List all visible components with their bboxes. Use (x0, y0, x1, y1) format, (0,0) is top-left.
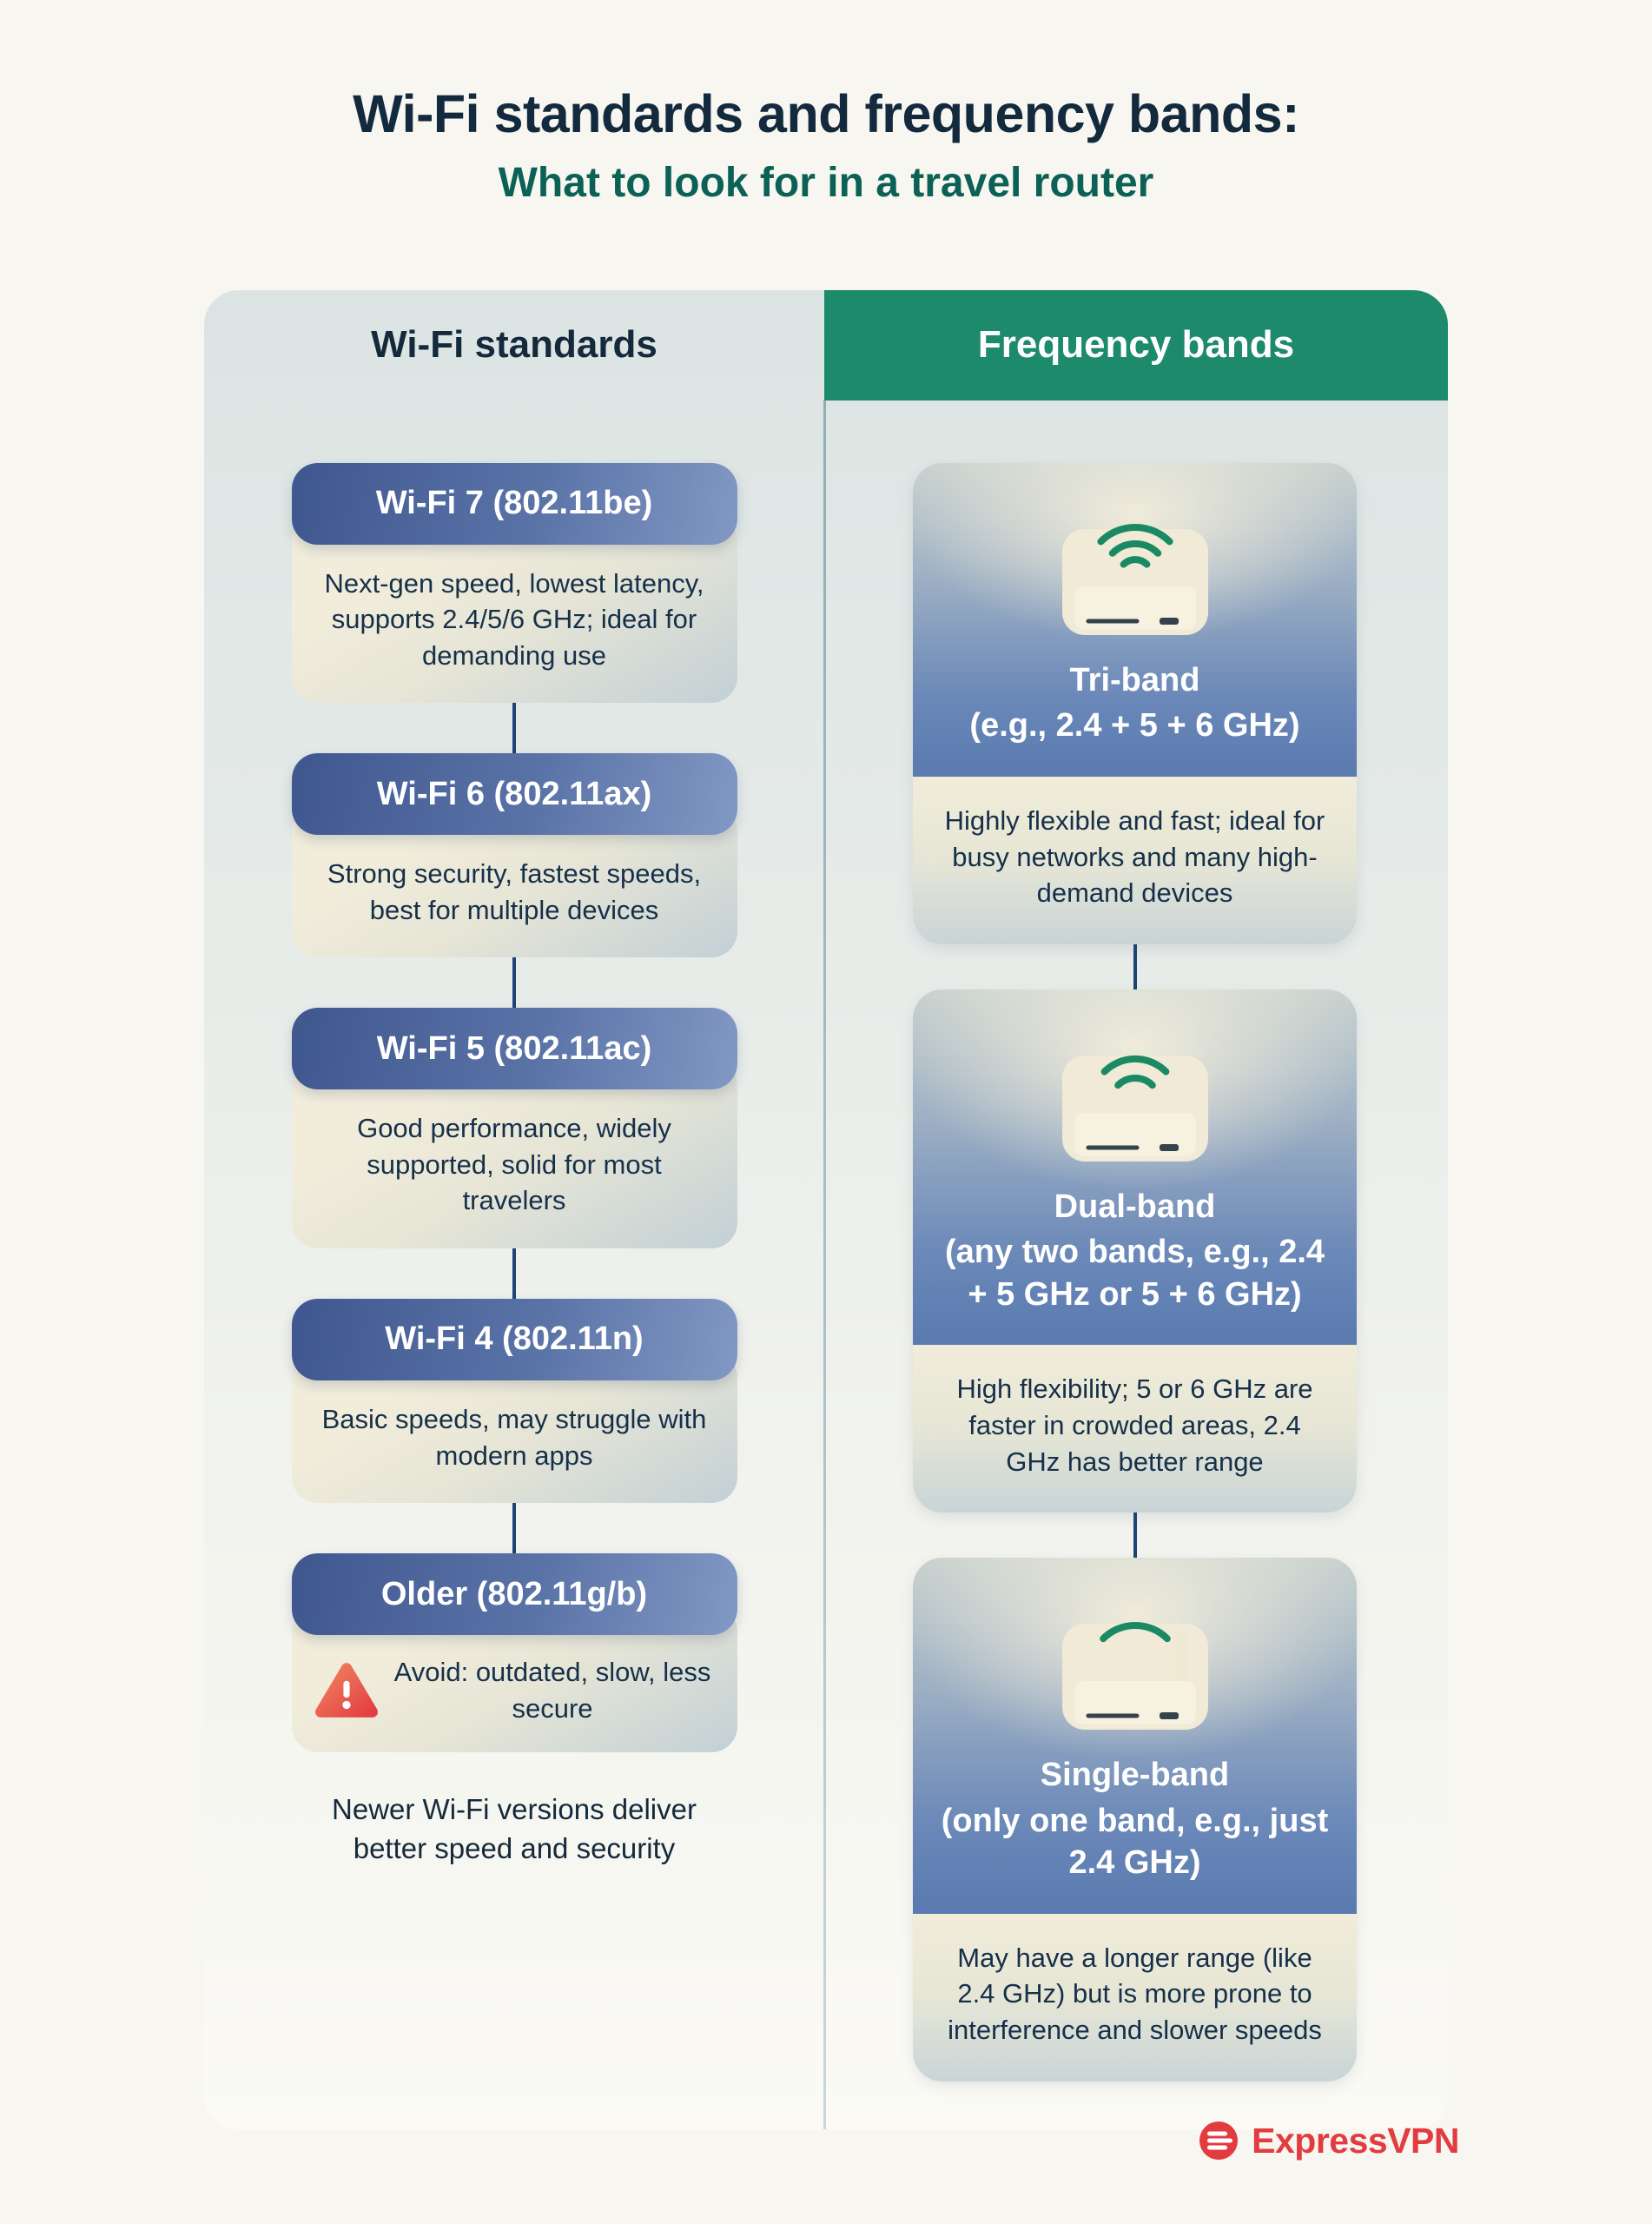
standard-card-title: Wi-Fi 5 (802.11ac) (291, 1008, 737, 1090)
standard-card-wifi6: Wi-Fi 6 (802.11ax) Strong security, fast… (291, 753, 737, 958)
standard-card-body: Next-gen speed, lowest latency, supports… (291, 514, 737, 704)
standard-card-title: Wi-Fi 7 (802.11be) (291, 462, 737, 545)
warning-icon (314, 1662, 378, 1718)
band-detail: (e.g., 2.4 + 5 + 6 GHz) (969, 707, 1300, 745)
band-card-dual: Dual-band (any two bands, e.g., 2.4 + 5 … (913, 990, 1357, 1513)
connector-line (512, 703, 516, 754)
standards-note: Newer Wi-Fi versions deliver better spee… (332, 1793, 697, 1864)
connector-line (1133, 943, 1137, 990)
band-name: Tri-band (1069, 661, 1200, 698)
standard-card-description: Basic speeds, may struggle with modern a… (321, 1403, 707, 1471)
wifi-standards-header: Wi-Fi standards (371, 323, 657, 367)
router-one-arc-icon (1061, 1621, 1208, 1731)
band-detail: (any two bands, e.g., 2.4 + 5 GHz or 5 +… (944, 1234, 1325, 1313)
frequency-bands-column: Tri-band (e.g., 2.4 + 5 + 6 GHz) Highly … (824, 400, 1445, 2082)
router-three-arcs-icon (1061, 523, 1208, 635)
standard-card-description: Avoid: outdated, slow, less secure (393, 1657, 711, 1724)
panel-headers: Wi-Fi standards Frequency bands (204, 289, 1448, 400)
band-card-top: Dual-band (any two bands, e.g., 2.4 + 5 … (913, 990, 1357, 1346)
band-detail: (only one band, e.g., just 2.4 GHz) (941, 1802, 1329, 1882)
frequency-bands-header: Frequency bands (824, 289, 1448, 400)
standard-card-title: Older (802.11g/b) (291, 1553, 737, 1636)
standard-card-title: Wi-Fi 4 (802.11n) (291, 1298, 737, 1380)
standard-card-body: Good performance, widely supported, soli… (291, 1060, 737, 1248)
standard-card-wifi4: Wi-Fi 4 (802.11n) Basic speeds, may stru… (291, 1298, 737, 1504)
band-name: Single-band (1040, 1757, 1230, 1794)
band-card-top: Single-band (only one band, e.g., just 2… (913, 1558, 1357, 1914)
standard-card-description: Next-gen speed, lowest latency, supports… (324, 567, 704, 671)
band-card-single: Single-band (only one band, e.g., just 2… (913, 1558, 1357, 2082)
router-two-arcs-icon (1061, 1055, 1208, 1162)
band-description: May have a longer range (like 2.4 GHz) b… (913, 1913, 1357, 2082)
standard-card-older: Older (802.11g/b) (291, 1553, 737, 1753)
band-description: Highly flexible and fast; ideal for busy… (913, 776, 1357, 944)
comparison-panel: Wi-Fi standards Frequency bands Wi-Fi 7 … (204, 289, 1448, 2129)
standard-card-wifi7: Wi-Fi 7 (802.11be) Next-gen speed, lowes… (291, 462, 737, 704)
wifi-standards-column: Wi-Fi 7 (802.11be) Next-gen speed, lowes… (204, 400, 824, 1868)
expressvpn-logo-icon (1199, 2121, 1239, 2160)
connector-line (512, 1248, 516, 1299)
brand-footer: ExpressVPN (1198, 2120, 1459, 2161)
band-name: Dual-band (1054, 1188, 1216, 1225)
page-subtitle: What to look for in a travel router (498, 160, 1154, 207)
standard-card-title: Wi-Fi 6 (802.11ax) (291, 753, 737, 836)
band-card-tri: Tri-band (e.g., 2.4 + 5 + 6 GHz) Highly … (913, 463, 1357, 944)
band-description: High flexibility; 5 or 6 GHz are faster … (913, 1345, 1357, 1513)
connector-line (512, 957, 516, 1009)
standard-card-description: Good performance, widely supported, soli… (357, 1113, 671, 1216)
connector-line (1133, 1512, 1137, 1559)
page-title: Wi-Fi standards and frequency bands: (353, 84, 1299, 143)
band-card-top: Tri-band (e.g., 2.4 + 5 + 6 GHz) (913, 463, 1357, 777)
connector-line (512, 1503, 516, 1554)
panel-columns: Wi-Fi 7 (802.11be) Next-gen speed, lowes… (204, 400, 1448, 2082)
standard-card-wifi5: Wi-Fi 5 (802.11ac) Good performance, wid… (291, 1008, 737, 1248)
title-block: Wi-Fi standards and frequency bands: Wha… (0, 0, 1652, 208)
brand-name: ExpressVPN (1252, 2120, 1459, 2161)
column-divider (823, 400, 826, 2129)
standard-card-description: Strong security, fastest speeds, best fo… (327, 858, 702, 925)
